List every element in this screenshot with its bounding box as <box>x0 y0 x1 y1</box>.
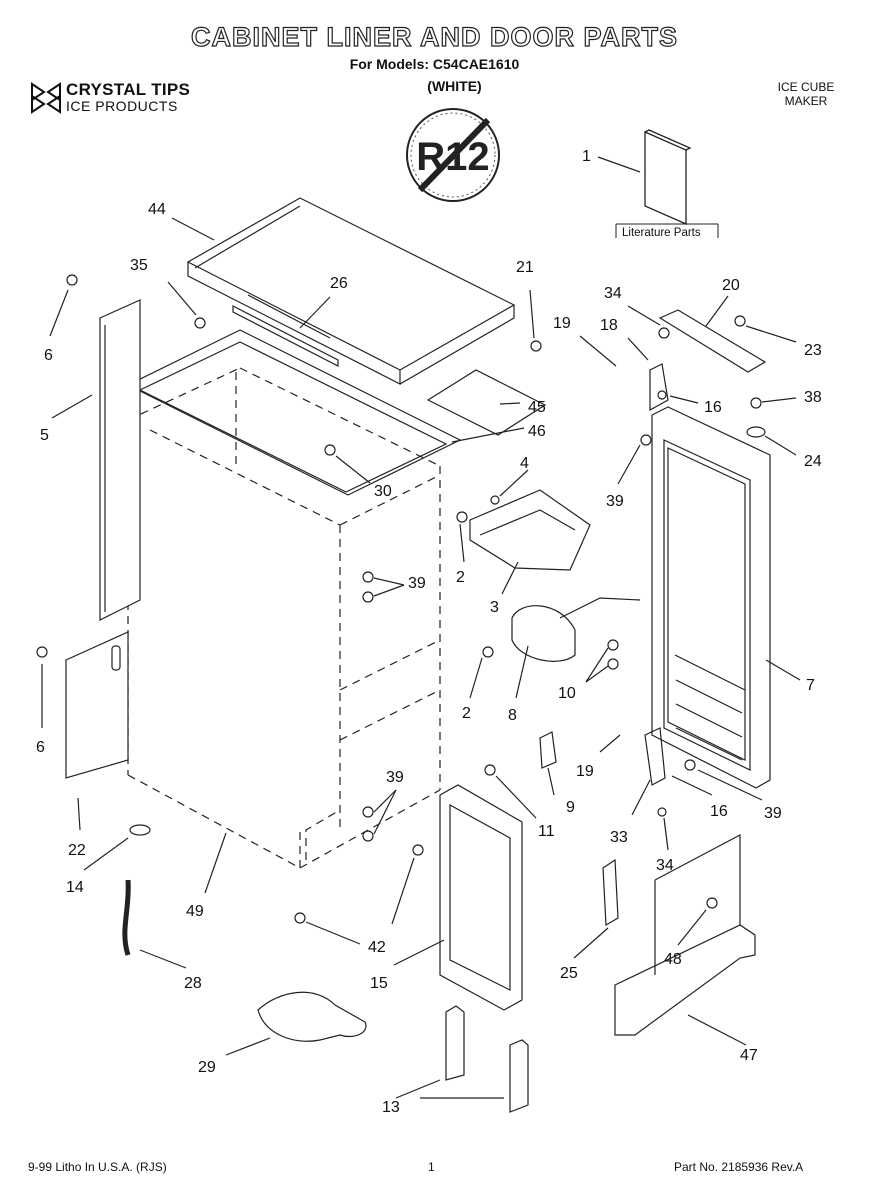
callout-6-top: 6 <box>44 347 53 364</box>
brand-subtitle: ICE PRODUCTS <box>66 98 178 114</box>
callout-16-top: 16 <box>704 399 722 416</box>
callout-29: 29 <box>198 1059 216 1076</box>
callout-46: 46 <box>528 423 546 440</box>
r12-badge: R12 <box>406 108 500 202</box>
callout-23: 23 <box>804 342 822 359</box>
callout-39-door: 39 <box>606 493 624 510</box>
callout-39-door-lower: 39 <box>764 805 782 822</box>
page-title: CABINET LINER AND DOOR PARTS <box>190 21 678 52</box>
callout-19-top: 19 <box>553 315 571 332</box>
brand-logo <box>28 80 64 114</box>
callout-7: 7 <box>806 677 815 694</box>
callout-34-lower: 34 <box>656 857 674 874</box>
callout-24: 24 <box>804 453 822 470</box>
category-line-1: ICE CUBE <box>777 80 835 94</box>
callout-14: 14 <box>66 879 84 896</box>
callout-labels: 1 44 35 26 21 6 5 34 20 19 18 23 45 38 1… <box>36 148 822 1116</box>
callout-39-cabinet-upper: 39 <box>408 575 426 592</box>
callout-2-upper: 2 <box>456 569 465 586</box>
callout-2-lower: 2 <box>462 705 471 722</box>
footer-print-info: 9-99 Litho In U.S.A. (RJS) <box>28 1160 167 1174</box>
callout-13: 13 <box>382 1099 400 1116</box>
callout-6-lower: 6 <box>36 739 45 756</box>
callout-38: 38 <box>804 389 822 406</box>
callout-28: 28 <box>184 975 202 992</box>
literature-booklet <box>615 129 719 238</box>
callout-11: 11 <box>538 823 555 840</box>
callout-10: 10 <box>558 685 576 702</box>
callout-4: 4 <box>520 455 529 472</box>
callout-30: 30 <box>374 483 392 500</box>
callout-19-lower: 19 <box>576 763 594 780</box>
callout-1: 1 <box>582 148 591 165</box>
diagram-linework <box>65 197 771 1113</box>
brand-name: CRYSTAL TIPS <box>66 80 191 99</box>
callout-25: 25 <box>560 965 578 982</box>
callout-45: 45 <box>528 399 546 416</box>
callout-9: 9 <box>566 799 575 816</box>
callout-21: 21 <box>516 259 534 276</box>
callout-18: 18 <box>600 317 618 334</box>
category-line-2: MAKER <box>784 94 828 108</box>
callout-8: 8 <box>508 707 517 724</box>
leader-lines <box>41 156 801 1099</box>
literature-label: Literature Parts <box>622 227 701 239</box>
callout-22: 22 <box>68 842 86 859</box>
footer-page-number: 1 <box>428 1160 435 1174</box>
callout-5: 5 <box>40 427 49 444</box>
callout-47: 47 <box>740 1047 758 1064</box>
callout-42: 42 <box>368 939 386 956</box>
product-category: ICE CUBE MAKER <box>766 80 846 108</box>
callout-15: 15 <box>370 975 388 992</box>
screws <box>36 274 762 924</box>
callout-44: 44 <box>148 201 166 218</box>
callout-3: 3 <box>490 599 499 616</box>
callout-16-lower: 16 <box>710 803 728 820</box>
footer-part-number: Part No. 2185936 Rev.A <box>674 1160 804 1174</box>
color-line: (WHITE) <box>427 78 482 94</box>
callout-35: 35 <box>130 257 148 274</box>
callout-49: 49 <box>186 903 204 920</box>
callout-39-cabinet-lower: 39 <box>386 769 404 786</box>
callout-48: 48 <box>664 951 682 968</box>
callout-33: 33 <box>610 829 628 846</box>
callout-26: 26 <box>330 275 348 292</box>
callout-20: 20 <box>722 277 740 294</box>
callout-34-top: 34 <box>604 285 622 302</box>
model-line: For Models: C54CAE1610 <box>349 56 520 72</box>
